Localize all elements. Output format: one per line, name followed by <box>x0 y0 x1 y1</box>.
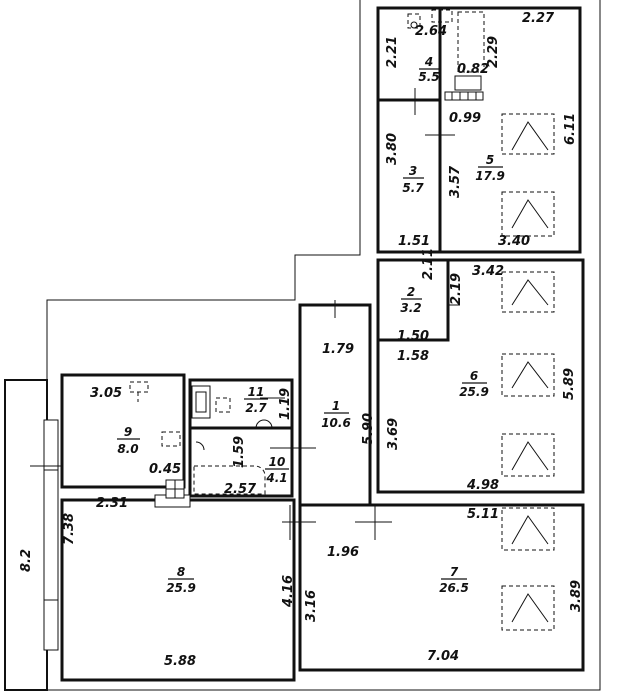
room-area: 4.1 <box>265 471 287 485</box>
dimension-label: 5.89 <box>562 368 577 400</box>
room-number: 4 <box>424 55 433 69</box>
dimension-label: 2.27 <box>522 11 555 26</box>
dimension-label: 5.88 <box>164 654 196 669</box>
dimension-label: 2.64 <box>415 24 447 39</box>
dimension-label: 1.19 <box>278 388 293 420</box>
room-area: 3.2 <box>400 301 421 315</box>
room-label-3: 3 5.7 <box>402 164 424 195</box>
room-label-10: 10 4.1 <box>265 455 289 485</box>
dimension-labels: 2.64 2.27 2.21 0.82 2.29 0.99 6.11 3.80 … <box>19 11 584 669</box>
room-labels: 4 5.5 5 17.9 3 5.7 2 3.2 6 25.9 1 10.6 <box>117 55 505 595</box>
dimension-label: 3.40 <box>498 234 530 249</box>
dimension-label: 6.11 <box>563 113 578 145</box>
room-number: 1 <box>332 399 340 413</box>
dimension-label: 2.11 <box>421 248 436 280</box>
dimension-label: 1.79 <box>322 342 354 357</box>
furniture <box>501 113 555 631</box>
dimension-label: 0.99 <box>449 111 481 126</box>
room-number: 10 <box>269 455 286 469</box>
dimension-label: 2.57 <box>224 482 257 497</box>
dimension-label: 3.80 <box>385 133 400 165</box>
dimension-label: 3.89 <box>569 580 584 612</box>
room-area: 26.5 <box>439 581 469 595</box>
room-number: 2 <box>407 285 415 299</box>
dimension-label: 3.05 <box>90 386 122 401</box>
dimension-label: 2.29 <box>486 36 501 68</box>
room-area: 10.6 <box>321 416 351 430</box>
room-number: 3 <box>409 164 417 178</box>
dimension-label: 1.51 <box>398 234 430 249</box>
bathroom-fixtures <box>129 9 485 499</box>
room-label-11: 11 2.7 <box>244 385 268 415</box>
room-area: 5.7 <box>402 181 424 195</box>
dimension-label: 4.98 <box>466 478 499 493</box>
dimension-label: 2.19 <box>449 273 464 305</box>
dimension-label: 1.58 <box>397 349 429 364</box>
room-area: 25.9 <box>166 581 196 595</box>
dimension-label: 2.31 <box>96 496 128 511</box>
dimension-label: 2.21 <box>385 36 400 68</box>
dimension-label: 5.90 <box>361 413 376 445</box>
dimension-label: 3.42 <box>472 264 504 279</box>
room-area: 5.5 <box>418 70 439 84</box>
room-label-4: 4 5.5 <box>418 55 440 84</box>
room-label-1: 1 10.6 <box>321 399 351 430</box>
dimension-label: 5.11 <box>467 507 499 522</box>
room-number: 7 <box>450 565 459 579</box>
dimension-label: 0.82 <box>457 62 489 77</box>
dimension-label: 3.69 <box>386 418 401 450</box>
room-label-5: 5 17.9 <box>475 153 505 183</box>
dimension-label: 3.57 <box>448 165 463 198</box>
room-area: 25.9 <box>459 385 489 399</box>
dimension-label: 3.16 <box>304 590 319 622</box>
room-number: 8 <box>177 565 185 579</box>
room-label-7: 7 26.5 <box>439 565 469 595</box>
room-label-6: 6 25.9 <box>459 369 489 399</box>
room-number: 11 <box>248 385 265 399</box>
room-area: 2.7 <box>245 401 267 415</box>
room-number: 5 <box>486 153 494 167</box>
dimension-label: 1.59 <box>232 436 247 468</box>
room-number: 6 <box>470 369 478 383</box>
dimension-label: 7.04 <box>427 649 459 664</box>
balcony <box>4 379 75 691</box>
walls <box>60 6 585 682</box>
doors <box>260 88 460 540</box>
dimension-label: 8.2 <box>19 549 34 572</box>
room-area: 17.9 <box>475 169 505 183</box>
dimension-label: 7.38 <box>62 513 77 545</box>
dimension-label: 1.50 <box>397 329 429 344</box>
room-label-9: 9 8.0 <box>117 425 140 456</box>
room-label-2: 2 3.2 <box>400 285 422 315</box>
room-label-8: 8 25.9 <box>166 565 196 595</box>
room-area: 8.0 <box>117 442 138 456</box>
dimension-label: 1.96 <box>327 545 359 560</box>
room-number: 9 <box>124 425 132 439</box>
dimension-label: 4.16 <box>281 575 296 608</box>
dimension-label: 0.45 <box>149 462 181 477</box>
